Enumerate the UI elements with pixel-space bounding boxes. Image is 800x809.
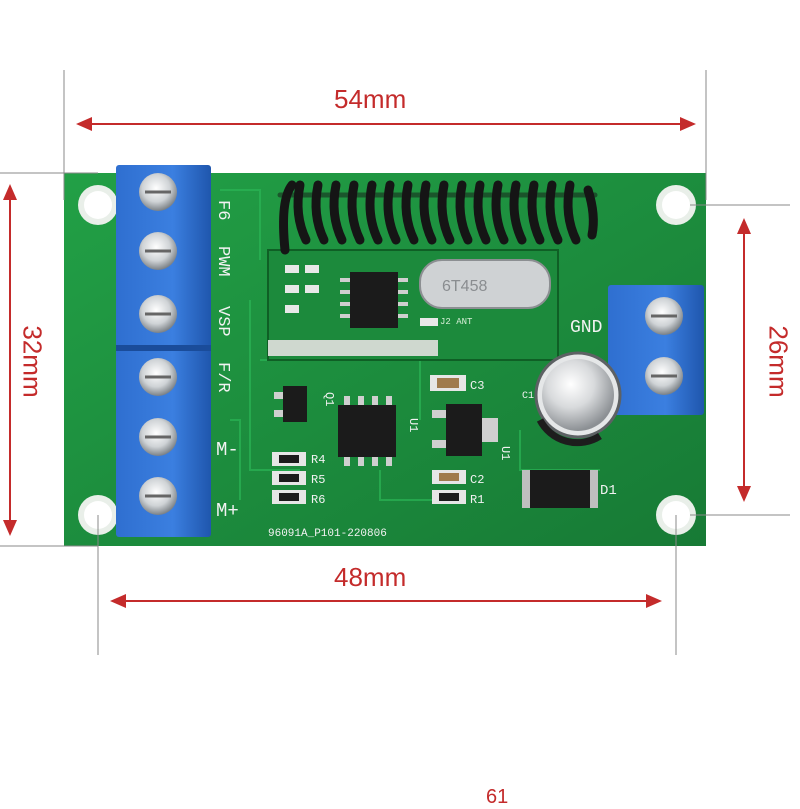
label-d1: D1 bbox=[600, 483, 617, 499]
dimension-width-54mm: 54mm bbox=[334, 84, 407, 114]
terminal-screws bbox=[139, 173, 177, 515]
label-r4: R4 bbox=[311, 453, 325, 467]
board-code: 96091A_P101-220806 bbox=[268, 528, 387, 540]
smd-diode bbox=[522, 470, 598, 508]
label-r6: R6 bbox=[311, 493, 325, 507]
electrolytic-capacitor bbox=[534, 351, 622, 447]
dimension-height-26mm: 26mm bbox=[763, 325, 794, 398]
label-r5: R5 bbox=[311, 473, 325, 487]
label-pwm: PWM bbox=[213, 246, 232, 277]
label-c2: C2 bbox=[470, 473, 484, 487]
ic-chips bbox=[274, 386, 498, 466]
crystal-label: 6T458 bbox=[442, 278, 487, 295]
label-r1: R1 bbox=[470, 493, 484, 507]
left-terminal-block bbox=[116, 165, 211, 537]
label-m-plus: M+ bbox=[216, 500, 239, 522]
label-q1: Q1 bbox=[322, 392, 336, 406]
label-vsp: VSP bbox=[213, 306, 232, 337]
label-f6: F6 bbox=[213, 200, 232, 220]
module-pin-label: J2 ANT bbox=[440, 317, 473, 327]
coiled-antenna bbox=[277, 180, 598, 255]
smd-resistors bbox=[272, 375, 466, 504]
label-c3: C3 bbox=[470, 379, 484, 393]
label-u1-b: U1 bbox=[498, 446, 512, 460]
label-gnd: GND bbox=[570, 318, 602, 338]
label-m-minus: M- bbox=[216, 439, 239, 461]
label-u1-a: U1 bbox=[406, 418, 420, 432]
label-fr: F/R bbox=[213, 362, 232, 393]
dimension-width-48mm: 48mm bbox=[334, 562, 407, 592]
dimension-lines bbox=[0, 70, 790, 655]
dimension-height-32mm: 32mm bbox=[17, 325, 48, 398]
right-terminal-block bbox=[608, 285, 704, 415]
cropped-text-fragment: 61 bbox=[486, 786, 509, 808]
label-c1: C1 bbox=[522, 391, 534, 402]
rf-receiver-module: 6T458 J2 ANT bbox=[267, 249, 559, 361]
